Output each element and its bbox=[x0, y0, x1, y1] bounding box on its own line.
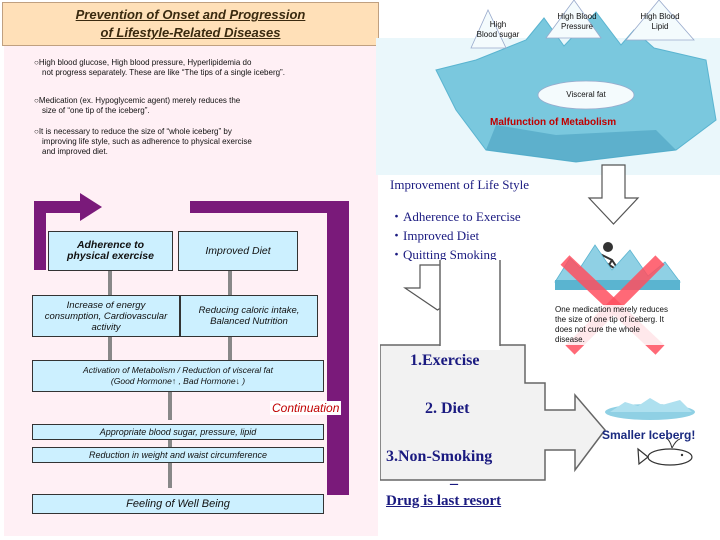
tip-label-blood-sugar: High Blood sugar bbox=[468, 20, 528, 40]
feeling-label: Feeling of Well Being bbox=[126, 497, 230, 510]
bullet-2: ○Medication (ex. Hypoglycemic agent) mer… bbox=[34, 96, 240, 116]
small-iceberg-peaks bbox=[610, 398, 692, 412]
iceberg-shade bbox=[486, 125, 676, 162]
reduction-label: Reduction in weight and waist circumfere… bbox=[88, 449, 268, 460]
medication-note: One medication merely reduces the size o… bbox=[555, 305, 695, 345]
step-drug: Drug is last resort bbox=[386, 493, 502, 509]
lifestyle-item-exercise: ・Adherence to Exercise bbox=[390, 209, 521, 224]
down-arrow-iceberg bbox=[587, 164, 640, 225]
bullet-2-line-2: size of “one tip of the iceberg”. bbox=[42, 106, 150, 115]
left-loop-line bbox=[34, 201, 90, 270]
reducing-box: Reducing caloric intake, Balanced Nutrit… bbox=[180, 295, 318, 337]
step-diet: 2. Diet bbox=[425, 400, 470, 417]
tip-2-line-2: Pressure bbox=[560, 22, 593, 31]
improved-diet-box: Improved Diet bbox=[178, 231, 298, 271]
lifestyle-item-diet: ・Improved Diet bbox=[390, 228, 480, 243]
tip-3-line-1: High Blood bbox=[640, 12, 680, 21]
tip-blood-pressure bbox=[545, 0, 602, 39]
tip-blood-sugar bbox=[470, 9, 507, 49]
step-exercise: 1.Exercise bbox=[410, 352, 480, 369]
bullet-1: ○High blood glucose, High blood pressure… bbox=[34, 58, 285, 78]
increase-line-3: activity bbox=[91, 321, 121, 333]
medication-note-line-1: One medication merely reduces bbox=[555, 305, 668, 314]
left-loop-arrow bbox=[80, 193, 102, 221]
title-line-1: Prevention of Onset and Progression bbox=[75, 7, 306, 22]
step-dash: _ bbox=[450, 470, 458, 487]
lifestyle-heading: Improvement of Life Style bbox=[390, 177, 529, 192]
tip-blood-lipid bbox=[625, 0, 695, 41]
adherence-line-1: Adherence to bbox=[76, 239, 145, 251]
continuation-label: Continuation bbox=[270, 401, 342, 415]
bullet-3-line-2: improving life style, such as adherence … bbox=[42, 137, 252, 146]
step-non-smoking: 3.Non-Smoking bbox=[386, 448, 493, 465]
activation-box: Activation of Metabolism / Reduction of … bbox=[32, 360, 324, 392]
whale-icon bbox=[637, 437, 693, 466]
lifestyle-items: ・Adherence to Exercise ・Improved Diet ・Q… bbox=[390, 207, 521, 264]
bullet-3-line-3: and improved diet. bbox=[42, 147, 108, 156]
bullet-1-line-1: ○High blood glucose, High blood pressure… bbox=[34, 58, 252, 67]
flow-arrows bbox=[108, 270, 232, 488]
tip-1-line-1: High bbox=[489, 20, 507, 29]
increase-line-2: consumption, Cardiovascular bbox=[44, 310, 168, 322]
increase-box: Increase of energy consumption, Cardiova… bbox=[32, 295, 180, 337]
bullet-2-line-1: ○Medication (ex. Hypoglycemic agent) mer… bbox=[34, 96, 241, 105]
mid-iceberg-base bbox=[555, 280, 680, 290]
tip-1-line-2: Blood sugar bbox=[476, 30, 520, 39]
iceberg-graphic bbox=[376, 0, 720, 175]
appropriate-label: Appropriate blood sugar, pressure, lipid bbox=[99, 426, 257, 437]
malfunction-label: Malfunction of Metabolism bbox=[490, 117, 617, 128]
title-box: Prevention of Onset and Progression of L… bbox=[2, 2, 379, 46]
increase-line-1: Increase of energy bbox=[66, 299, 146, 311]
center-arrow-graphic bbox=[380, 164, 695, 481]
medication-note-line-4: disease. bbox=[555, 335, 585, 344]
activation-line-2: (Good Hormone↑ , Bad Hormone↓ ) bbox=[110, 376, 246, 386]
visceral-fat-label: Visceral fat bbox=[566, 90, 606, 99]
smaller-iceberg-label: Smaller Iceberg! bbox=[602, 428, 696, 442]
medication-note-line-2: the size of one tip of iceberg. It bbox=[555, 315, 664, 324]
reduction-box: Reduction in weight and waist circumfere… bbox=[32, 447, 324, 463]
tip-label-blood-lipid: High Blood Lipid bbox=[628, 12, 692, 32]
reducing-line-2: Balanced Nutrition bbox=[210, 316, 288, 327]
tip-label-blood-pressure: High Blood Pressure bbox=[545, 12, 609, 32]
reducing-line-1: Reducing caloric intake, bbox=[198, 305, 300, 316]
title-line-2: of Lifestyle-Related Diseases bbox=[100, 25, 281, 40]
adherence-line-2: physical exercise bbox=[67, 250, 154, 262]
activation-line-1: Activation of Metabolism / Reduction of … bbox=[83, 365, 273, 375]
bullet-3: ○It is necessary to reduce the size of “… bbox=[34, 127, 252, 157]
medication-note-line-3: does not cure the whole bbox=[555, 325, 640, 334]
tip-3-line-2: Lipid bbox=[651, 22, 669, 31]
appropriate-box: Appropriate blood sugar, pressure, lipid bbox=[32, 424, 324, 440]
improved-diet-label: Improved Diet bbox=[205, 244, 271, 257]
big-arrow-white-column bbox=[440, 260, 500, 350]
lifestyle-item-smoking: ・Quitting Smoking bbox=[390, 247, 497, 262]
bullet-1-line-2: not progress separately. These are like … bbox=[42, 68, 285, 77]
adherence-box: Adherence to physical exercise bbox=[48, 231, 173, 271]
visceral-fat-blob bbox=[537, 80, 635, 110]
tip-2-line-1: High Blood bbox=[557, 12, 597, 21]
bullet-3-line-1: ○It is necessary to reduce the size of “… bbox=[34, 127, 232, 136]
big-right-arrow bbox=[380, 344, 606, 481]
flow-frame bbox=[34, 193, 349, 495]
feeling-box: Feeling of Well Being bbox=[32, 494, 324, 514]
